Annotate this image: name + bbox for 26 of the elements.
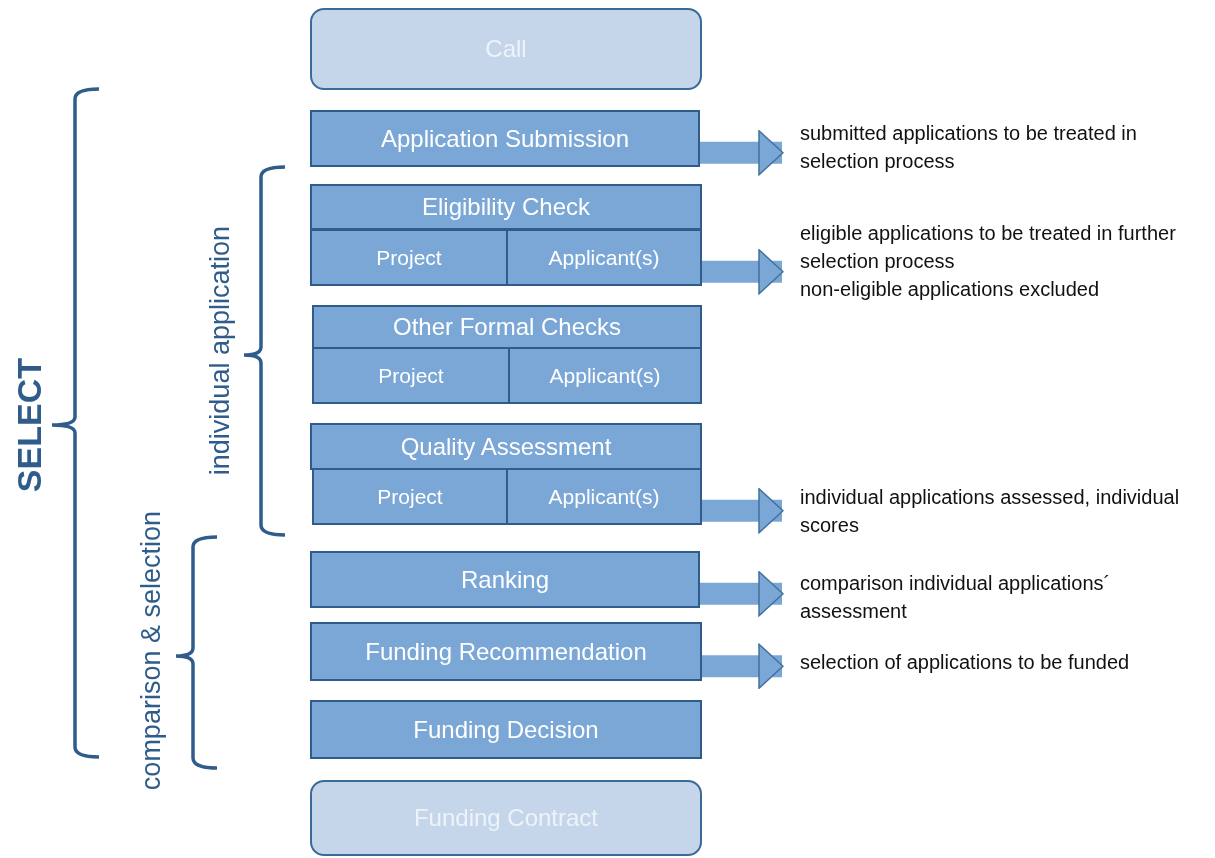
block-arrow — [700, 130, 784, 176]
sub-process-box: Project — [312, 468, 508, 525]
block-arrow — [702, 249, 784, 295]
process-box: Eligibility Check — [310, 184, 702, 230]
outcome-text: comparison individual applications´ assessment — [800, 569, 1215, 625]
outcome-text: selection of applications to be funded — [800, 648, 1215, 676]
sub-process-box: Project — [312, 347, 510, 404]
sub-process-box: Project — [310, 229, 508, 286]
outcome-text: submitted applications to be treated in selection process — [800, 119, 1215, 175]
process-box: Other Formal Checks — [312, 305, 702, 349]
block-arrow — [702, 643, 784, 689]
process-box: Application Submission — [310, 110, 700, 167]
group-label: comparison & selection — [136, 510, 167, 790]
sub-process-box: Applicant(s) — [506, 468, 702, 525]
sub-process-box: Applicant(s) — [508, 347, 702, 404]
process-box: Quality Assessment — [310, 423, 702, 470]
process-box: Ranking — [310, 551, 700, 608]
sub-process-box: Applicant(s) — [506, 229, 702, 286]
process-box: Funding Decision — [310, 700, 702, 759]
process-box: Funding Recommendation — [310, 622, 702, 681]
outcome-text: individual applications assessed, individual scores — [800, 483, 1215, 539]
outcome-text: non-eligible applications excluded — [800, 277, 1101, 302]
group-label: SELECT — [10, 358, 49, 493]
group-label: individual application — [205, 225, 236, 475]
block-arrow — [700, 571, 784, 617]
block-arrow — [702, 488, 784, 534]
